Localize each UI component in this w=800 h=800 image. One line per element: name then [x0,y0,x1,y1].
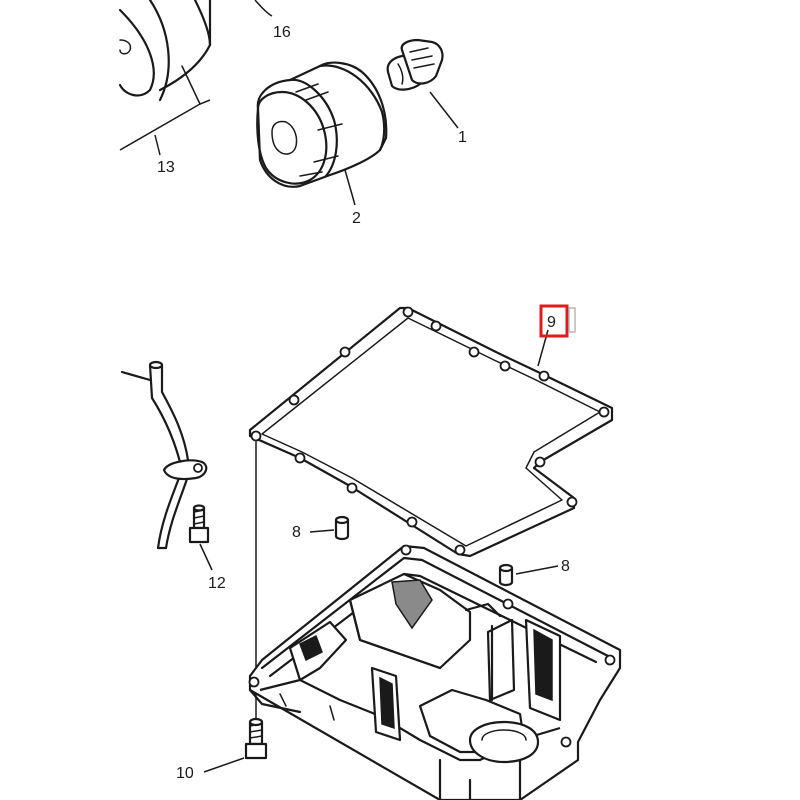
callout-13: 13 [157,159,175,176]
callout-8-left: 8 [292,524,301,541]
callout-2-leader [344,169,356,206]
selected-part-highlight[interactable] [539,304,569,338]
bolt-10 [244,717,268,760]
callout-8-right: 8 [561,558,570,575]
drain-plug [386,38,444,91]
callout-16: 16 [273,24,291,41]
callout-1: 1 [458,129,467,146]
callout-2: 2 [352,210,361,227]
callout-12-leader [199,543,213,571]
callout-9[interactable]: 9 [547,314,556,331]
oil-cooler-assembly [118,0,212,151]
callout-13-leader [154,134,161,156]
callout-8-left-leader [309,529,335,533]
oil-pan-gasket [248,306,614,558]
highlight-ghost [568,307,576,333]
dowel-pin-left [334,515,350,541]
callout-8-right-leader [515,565,559,575]
oil-pan-flange-holes [248,544,616,748]
oil-filter [256,61,388,188]
callout-10: 10 [176,765,194,782]
bolt-12 [188,504,210,544]
oil-level-pipe [120,360,208,550]
callout-1-leader [429,91,459,129]
callout-10-leader [203,757,245,773]
gasket-bolt-holes [250,306,610,556]
dowel-pin-right [498,563,514,587]
callout-12: 12 [208,575,226,592]
oil-pan [248,544,622,800]
callout-16-leader [254,0,273,17]
